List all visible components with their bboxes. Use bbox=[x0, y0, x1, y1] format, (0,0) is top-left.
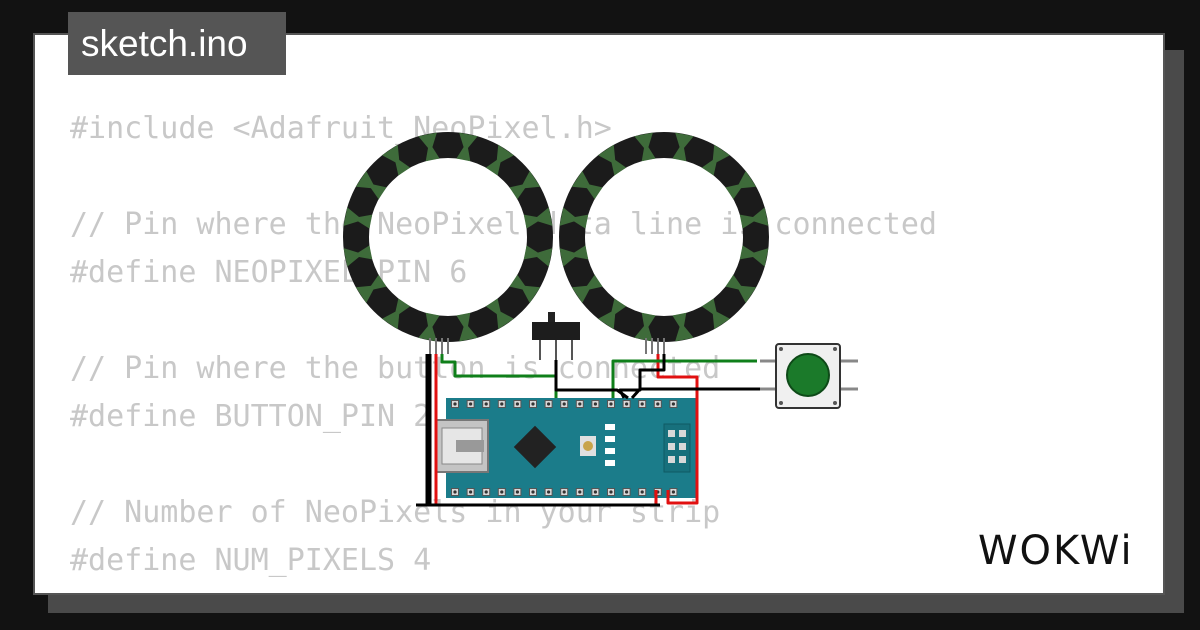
wires bbox=[416, 354, 760, 507]
board-pin-hole bbox=[547, 402, 551, 406]
pixel-marker bbox=[672, 312, 687, 333]
pixel-marker bbox=[672, 141, 687, 162]
file-tab[interactable]: sketch.ino bbox=[68, 12, 286, 75]
icsp-pin bbox=[679, 430, 686, 437]
slide-switch[interactable] bbox=[532, 312, 580, 360]
board-pin-hole bbox=[609, 490, 613, 494]
pixel-marker bbox=[352, 214, 373, 229]
board-pin-hole bbox=[515, 490, 520, 494]
board-pin-hole bbox=[578, 490, 582, 494]
icsp-pin bbox=[668, 456, 675, 463]
neopixel-ring-right[interactable] bbox=[559, 132, 769, 342]
board-pin-hole bbox=[484, 490, 488, 494]
pixel-marker bbox=[523, 245, 544, 260]
board-pin-hole bbox=[625, 490, 629, 494]
icsp-header bbox=[668, 430, 686, 463]
board-pin-hole bbox=[625, 402, 629, 406]
pixel-marker bbox=[394, 298, 411, 318]
icsp-pin bbox=[668, 443, 675, 450]
neopixel-ring-left[interactable] bbox=[343, 132, 553, 342]
board-pin-hole bbox=[500, 490, 504, 494]
pixel-marker bbox=[456, 141, 471, 162]
pixel-marker bbox=[425, 312, 440, 333]
pixel-marker bbox=[367, 274, 387, 291]
icsp-pin bbox=[679, 443, 686, 450]
pixel-marker bbox=[509, 183, 529, 200]
pixel-marker bbox=[425, 141, 440, 162]
pixel-marker bbox=[568, 214, 589, 229]
code-line: // Number of NeoPixels in your strip bbox=[70, 495, 721, 530]
code-line: #define NEOPIXEL_PIN 6 bbox=[70, 255, 468, 290]
pixel-marker bbox=[456, 312, 471, 333]
pixel-marker bbox=[641, 312, 656, 333]
pixel-marker bbox=[485, 298, 502, 318]
pixel-marker bbox=[367, 183, 387, 200]
board-pin-hole bbox=[531, 402, 535, 406]
ring-pins bbox=[429, 338, 665, 354]
board-pin-hole bbox=[671, 490, 676, 494]
pixel-marker bbox=[725, 183, 745, 200]
pixel-marker bbox=[610, 156, 627, 176]
board-pin-hole bbox=[609, 402, 613, 406]
board-pin-row-top bbox=[451, 400, 678, 408]
pushbutton[interactable] bbox=[760, 343, 858, 409]
pixel-marker bbox=[352, 245, 373, 260]
pixel-marker bbox=[701, 156, 718, 176]
icsp-pin bbox=[668, 430, 675, 437]
pixel-marker bbox=[583, 183, 603, 200]
board-pin-hole bbox=[593, 402, 598, 406]
board-pin-hole bbox=[469, 490, 473, 494]
board-pin-hole bbox=[500, 402, 504, 406]
board-pin-hole bbox=[453, 490, 457, 494]
pixel-marker bbox=[583, 274, 603, 291]
code-line: #define BUTTON_PIN 2 bbox=[70, 399, 432, 434]
ring-pixel-markers bbox=[343, 132, 553, 342]
board-pin-hole bbox=[593, 490, 598, 494]
board-pin-hole bbox=[484, 402, 488, 406]
board-pin-hole bbox=[671, 402, 676, 406]
pixel-marker bbox=[485, 156, 502, 176]
board-pin-hole bbox=[562, 402, 566, 406]
pixel-marker bbox=[739, 214, 760, 229]
pixel-marker bbox=[725, 274, 745, 291]
board-pin-hole bbox=[578, 402, 582, 406]
board-pin-hole bbox=[640, 402, 644, 406]
board-pin-hole bbox=[656, 402, 660, 406]
pixel-marker bbox=[568, 245, 589, 260]
icsp-pin bbox=[679, 456, 686, 463]
pixel-marker bbox=[610, 298, 627, 318]
pixel-marker bbox=[641, 141, 656, 162]
board-pin-hole bbox=[531, 490, 535, 494]
ring-pixel-markers bbox=[559, 132, 769, 342]
code-preview: #include <Adafruit_NeoPixel.h>// Pin whe… bbox=[70, 105, 937, 585]
board-pin-hole bbox=[562, 490, 566, 494]
board-pin-hole bbox=[453, 402, 457, 406]
board-pin-hole bbox=[640, 490, 644, 494]
pixel-marker bbox=[523, 214, 544, 229]
board-pin-hole bbox=[469, 402, 473, 406]
board-pin-row-bottom bbox=[451, 488, 678, 496]
wokwi-logo: WOKWi bbox=[978, 528, 1134, 574]
pixel-marker bbox=[739, 245, 760, 260]
board-pin-hole bbox=[515, 402, 520, 406]
arduino-nano-board[interactable] bbox=[435, 398, 698, 498]
pixel-marker bbox=[509, 274, 529, 291]
pixel-marker bbox=[394, 156, 411, 176]
code-line: #define NUM_PIXELS 4 bbox=[70, 543, 432, 578]
pixel-marker bbox=[701, 298, 718, 318]
board-pin-hole bbox=[547, 490, 551, 494]
